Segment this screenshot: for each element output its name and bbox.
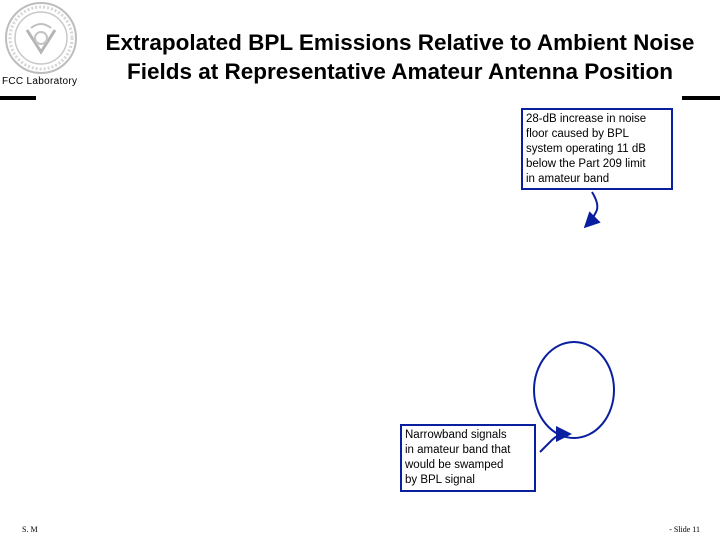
callout-line: in amateur band bbox=[526, 173, 610, 185]
footer-author: S. M bbox=[22, 525, 38, 534]
narrowband-arrow bbox=[539, 426, 572, 453]
callout-line: system operating 11 dB bbox=[526, 143, 646, 155]
callout-line: below the Part 209 limit bbox=[526, 158, 646, 170]
header-rule-right bbox=[682, 96, 720, 100]
narrowband-highlight-circle bbox=[533, 341, 615, 439]
lab-label: FCC Laboratory bbox=[2, 76, 78, 87]
title-line-2: Fields at Representative Amateur Antenna… bbox=[127, 59, 673, 84]
fcc-seal-icon bbox=[5, 2, 77, 74]
title-line-1: Extrapolated BPL Emissions Relative to A… bbox=[105, 30, 695, 55]
noise-floor-callout: 28-dB increase in noise floor caused by … bbox=[521, 108, 673, 190]
callout-line: 28-dB increase in noise bbox=[526, 113, 647, 125]
callout-line: floor caused by BPL bbox=[526, 128, 629, 140]
slide-number: - Slide 11 bbox=[669, 525, 700, 534]
callout-line: by BPL signal bbox=[405, 474, 475, 486]
header-rule-left bbox=[0, 96, 36, 100]
callout-line: in amateur band that bbox=[405, 444, 511, 456]
noise-floor-arrow bbox=[583, 191, 601, 229]
slide-title: Extrapolated BPL Emissions Relative to A… bbox=[80, 28, 720, 86]
callout-line: Narrowband signals bbox=[405, 429, 507, 441]
narrowband-callout: Narrowband signals in amateur band that … bbox=[400, 424, 536, 492]
callout-line: would be swamped bbox=[405, 459, 504, 471]
